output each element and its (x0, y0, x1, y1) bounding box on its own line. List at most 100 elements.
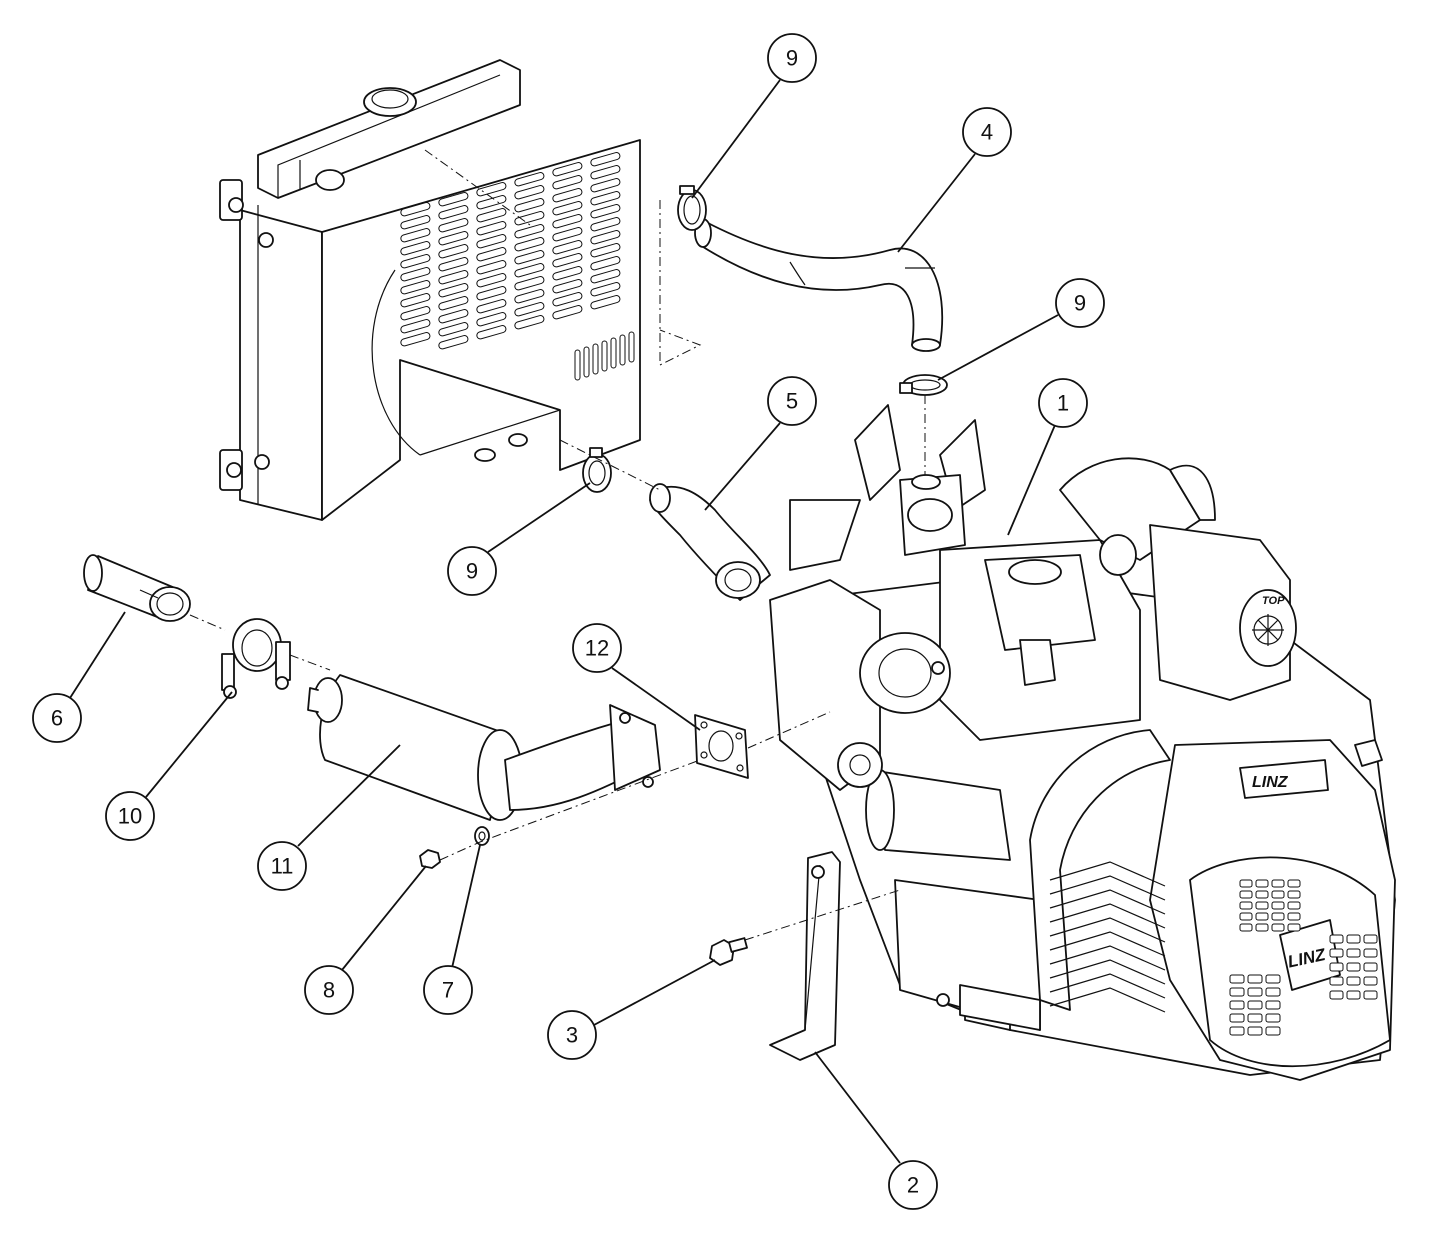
grille-slot (476, 312, 507, 327)
fin (1049, 973, 1166, 999)
grille-slot (476, 195, 507, 210)
grille-slot (438, 322, 469, 337)
grille-slot (438, 218, 469, 233)
grille-slot (552, 240, 583, 255)
shroud-grille-slot (1363, 962, 1378, 972)
grille-slot (400, 254, 431, 269)
callout-number: 9 (786, 46, 798, 71)
grille-slot (514, 289, 545, 304)
callout-number: 7 (442, 978, 454, 1003)
grille-slot (552, 201, 583, 216)
shroud-grille-slot (1271, 923, 1285, 932)
callout-number: 12 (585, 636, 609, 661)
shroud-grille-slot (1239, 912, 1253, 921)
shroud-air-grille (1229, 879, 1378, 1036)
shroud-grille-slot (1363, 934, 1378, 944)
shroud-grille-slot (1229, 1026, 1245, 1036)
grille-slot (514, 315, 545, 330)
shroud-grille-slot (1271, 890, 1285, 899)
grille-slot (476, 182, 507, 197)
shroud-grille-slot (1265, 1026, 1281, 1036)
shroud-grille-slot (1265, 1000, 1281, 1010)
shroud-grille-slot (1271, 912, 1285, 921)
callout-number: 9 (466, 559, 478, 584)
grille-slot (438, 244, 469, 259)
callout-number: 9 (1074, 291, 1086, 316)
callout-number: 10 (118, 804, 142, 829)
grille-slot (476, 208, 507, 223)
callout-number: 5 (786, 389, 798, 414)
shroud-grille-slot (1255, 901, 1269, 910)
shroud-grille-slot (1287, 901, 1301, 910)
shroud-grille-slot (1239, 890, 1253, 899)
fin (1049, 945, 1166, 971)
callout-circle (962, 107, 1012, 157)
grille-slot (438, 231, 469, 246)
shroud-grille-slot (1229, 987, 1245, 997)
shroud-grille-slot (1363, 990, 1378, 1000)
fin (1049, 931, 1166, 957)
grille-slot (552, 292, 583, 307)
grille-slot (619, 334, 626, 366)
callout-number: 3 (566, 1023, 578, 1048)
grille-slot (514, 263, 545, 278)
shroud-grille-slot (1255, 912, 1269, 921)
callout-11: 11 (257, 744, 401, 891)
grille-slot (400, 241, 431, 256)
upper-radiator-hose (694, 218, 944, 352)
grille-slot (590, 178, 621, 193)
callout-number: 2 (907, 1173, 919, 1198)
shroud-grille-slot (1229, 974, 1245, 984)
callout-circle (1038, 378, 1088, 428)
callout-leader-line (1007, 424, 1056, 536)
callout-circle (572, 623, 622, 673)
shroud-grille-slot (1363, 976, 1378, 986)
engine-assembly: TOP LINZ LINZ (769, 404, 1396, 1081)
shroud-grille-slot (1287, 890, 1301, 899)
shroud-grille-slot (1363, 948, 1378, 958)
shroud-grille-slot (1329, 962, 1344, 972)
grille-slot (514, 211, 545, 226)
grille-slot (476, 273, 507, 288)
muffler (307, 674, 661, 821)
callout-circle (257, 841, 307, 891)
grille-slot (514, 172, 545, 187)
callout-9: 9 (937, 278, 1105, 381)
grille-slot (476, 247, 507, 262)
fin (1049, 861, 1166, 887)
callout-5: 5 (704, 376, 817, 511)
filter-top-label: TOP (1262, 595, 1285, 607)
callout-number: 4 (981, 120, 993, 145)
shroud-grille-slot (1346, 976, 1361, 986)
callout-circle (423, 965, 473, 1015)
callout-leader-line (814, 1051, 901, 1164)
engine-mount-bracket (769, 851, 841, 1061)
shroud-grille-slot (1287, 879, 1301, 888)
alignment-lines (189, 149, 926, 941)
shroud-grille-slot (1271, 901, 1285, 910)
callout-leader-line (691, 79, 781, 199)
grille-slot (552, 214, 583, 229)
grille-slot (590, 295, 621, 310)
grille-slot (400, 267, 431, 282)
shroud-grille-slot (1329, 976, 1344, 986)
grille-slot (438, 270, 469, 285)
grille-slot (400, 280, 431, 295)
grille-slot (438, 283, 469, 298)
callout-leader-line (593, 959, 716, 1026)
grille-slot (610, 337, 617, 369)
grille-slot (590, 191, 621, 206)
callout-circle (888, 1160, 938, 1210)
shroud-grille-slot (1346, 990, 1361, 1000)
lower-radiator-hose (649, 483, 771, 601)
grille-slot (400, 228, 431, 243)
grille-slot (552, 227, 583, 242)
grille-slot (590, 152, 621, 167)
grille-slot (552, 279, 583, 294)
grille-slot (438, 335, 469, 350)
grille-slot (438, 257, 469, 272)
shroud-grille-slot (1329, 934, 1344, 944)
exhaust-u-clamp (221, 618, 291, 699)
grille-slot (590, 230, 621, 245)
callout-8: 8 (304, 865, 427, 1015)
